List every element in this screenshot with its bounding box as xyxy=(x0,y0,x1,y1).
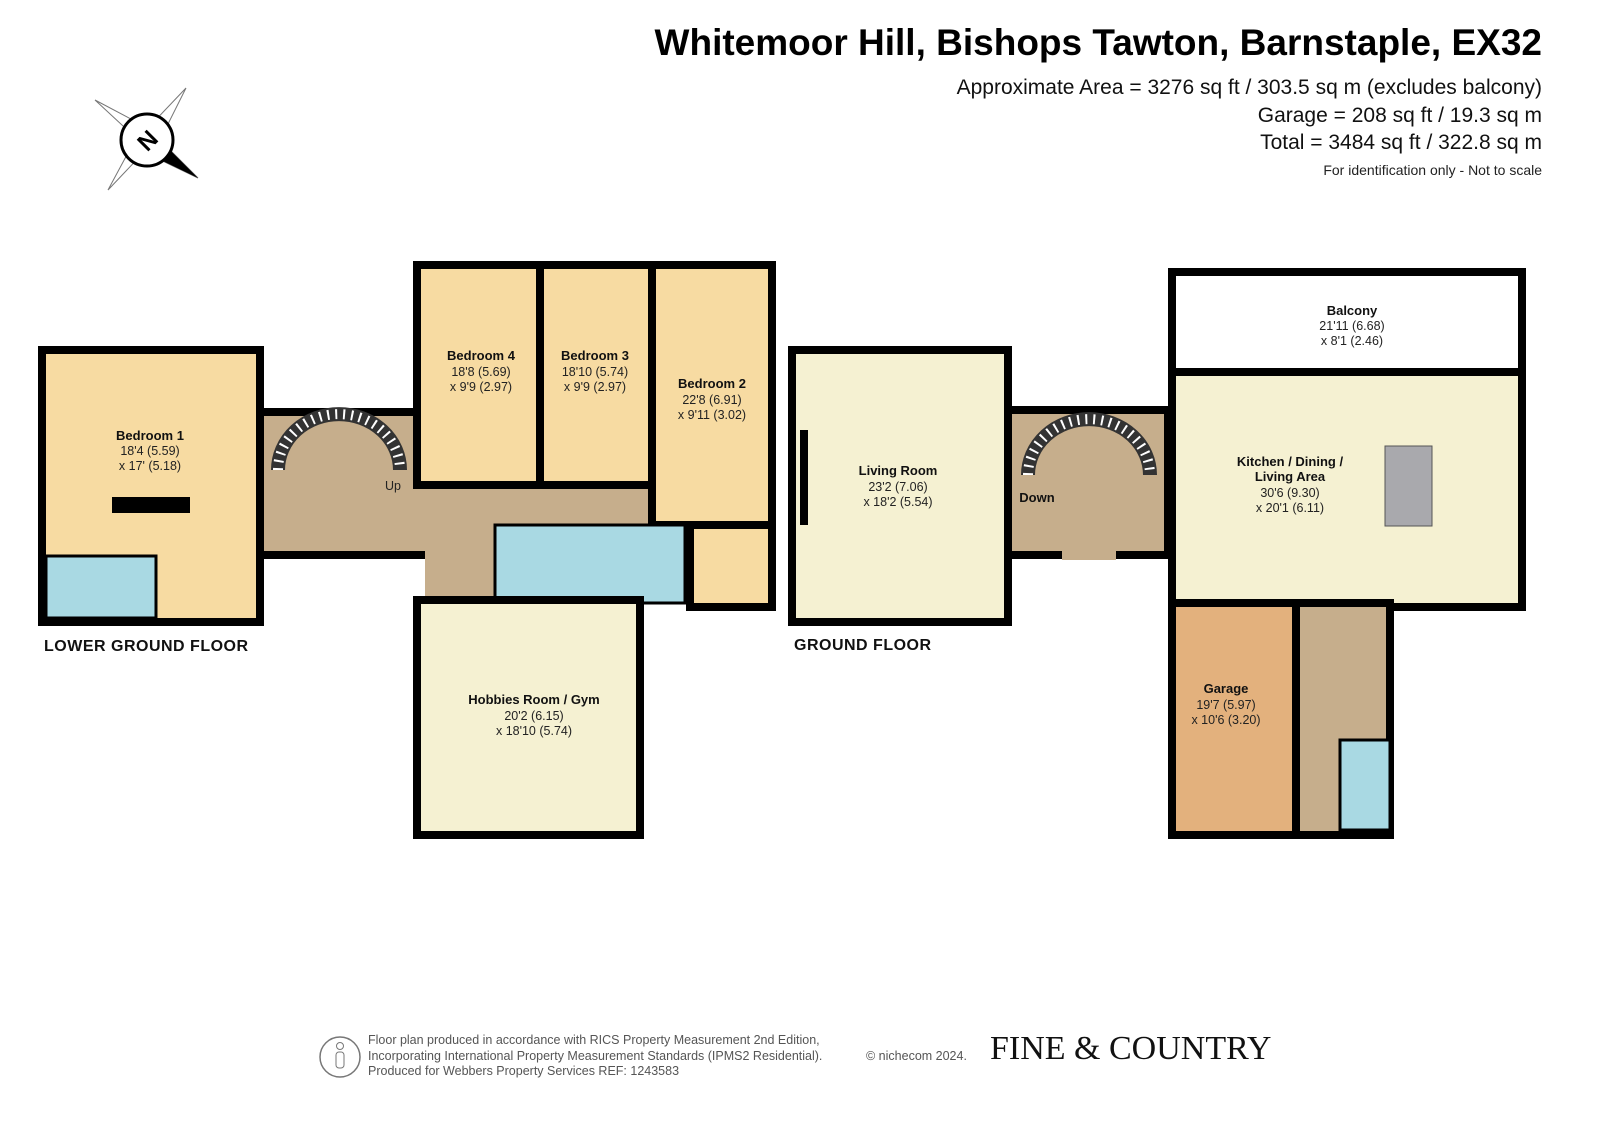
footer-line: Produced for Webbers Property Services R… xyxy=(368,1064,680,1078)
room-name: Living Room xyxy=(859,463,938,478)
stairs-down-label: Down xyxy=(1019,490,1054,505)
room-dimension: x 18'2 (5.54) xyxy=(863,495,932,509)
room-dimension: x 8'1 (2.46) xyxy=(1321,334,1383,348)
copyright: © nichecom 2024. xyxy=(866,1049,967,1063)
room-garage xyxy=(1168,599,1300,839)
lower-ground-room-labels: Bedroom 1 18'4 (5.59) x 17' (5.18) Bedro… xyxy=(116,348,746,738)
room-name: Bedroom 1 xyxy=(116,428,184,443)
room-dimension: 18'10 (5.74) xyxy=(562,365,628,379)
room-dimension: 18'8 (5.69) xyxy=(451,365,510,379)
room-dimension: 21'11 (6.68) xyxy=(1319,319,1384,333)
room-name: Living Area xyxy=(1255,469,1326,484)
room-dimension: x 17' (5.18) xyxy=(119,459,181,473)
compass-icon: N xyxy=(94,87,199,191)
room-dimension: 22'8 (6.91) xyxy=(682,393,741,407)
ground-floor-plan xyxy=(788,268,1526,839)
property-address-title: Whitemoor Hill, Bishops Tawton, Barnstap… xyxy=(654,22,1542,63)
room-dimension: 20'2 (6.15) xyxy=(504,709,563,723)
room-name: Kitchen / Dining / xyxy=(1237,454,1344,469)
room-dimension: x 9'9 (2.97) xyxy=(450,380,512,394)
room-name: Bedroom 3 xyxy=(561,348,629,363)
room-dimension: x 9'11 (3.02) xyxy=(678,408,746,422)
room-name: Hobbies Room / Gym xyxy=(468,692,599,707)
wc xyxy=(1338,738,1392,832)
room-dimension: 19'7 (5.97) xyxy=(1196,698,1255,712)
room-bedroom-4 xyxy=(413,261,544,489)
room-bedroom-3 xyxy=(536,261,656,489)
lower-ground-floor-plan xyxy=(38,261,776,839)
footer-notes: Floor plan produced in accordance with R… xyxy=(368,1033,822,1080)
room-living-room xyxy=(788,346,1012,626)
ground-room-labels: Living Room 23'2 (7.06) x 18'2 (5.54) Ba… xyxy=(859,303,1385,727)
room-name: Garage xyxy=(1204,681,1249,696)
floor-label-lower-ground: LOWER GROUND FLOOR xyxy=(44,638,249,655)
room-kitchen-dining-living xyxy=(1168,368,1526,611)
room-dimension: 30'6 (9.30) xyxy=(1260,486,1319,500)
room-bedroom-2 xyxy=(648,261,776,529)
total-area: Total = 3484 sq ft / 322.8 sq m xyxy=(1260,131,1542,154)
disclaimer: For identification only - Not to scale xyxy=(1323,162,1542,178)
room-name: Bedroom 4 xyxy=(447,348,516,363)
footer-line: Floor plan produced in accordance with R… xyxy=(368,1033,820,1047)
room-dimension: 23'2 (7.06) xyxy=(868,480,927,494)
stairs-up-label: Up xyxy=(385,479,401,493)
room-dimension: x 18'10 (5.74) xyxy=(496,724,572,738)
ground-stair-hall xyxy=(1004,406,1172,559)
approx-area: Approximate Area = 3276 sq ft / 303.5 sq… xyxy=(956,76,1542,99)
garage-area: Garage = 208 sq ft / 19.3 sq m xyxy=(1257,104,1542,127)
room-dimension: x 10'6 (3.20) xyxy=(1191,713,1260,727)
room-name: Balcony xyxy=(1327,303,1378,318)
room-dimension: x 20'1 (6.11) xyxy=(1256,501,1324,515)
family-bathroom xyxy=(493,523,687,605)
brand-logo: FINE & COUNTRY xyxy=(990,1030,1272,1067)
footer-line: Incorporating International Property Mea… xyxy=(368,1048,823,1063)
measurement-standard-icon xyxy=(319,1036,361,1078)
floor-label-ground: GROUND FLOOR xyxy=(794,637,932,654)
room-dimension: 18'4 (5.59) xyxy=(120,444,179,458)
room-name: Bedroom 2 xyxy=(678,376,746,391)
kitchen-island xyxy=(1384,445,1433,527)
room-dimension: x 9'9 (2.97) xyxy=(564,380,626,394)
room-hobbies-gym xyxy=(413,596,644,839)
ensuite-bathroom xyxy=(44,554,158,620)
